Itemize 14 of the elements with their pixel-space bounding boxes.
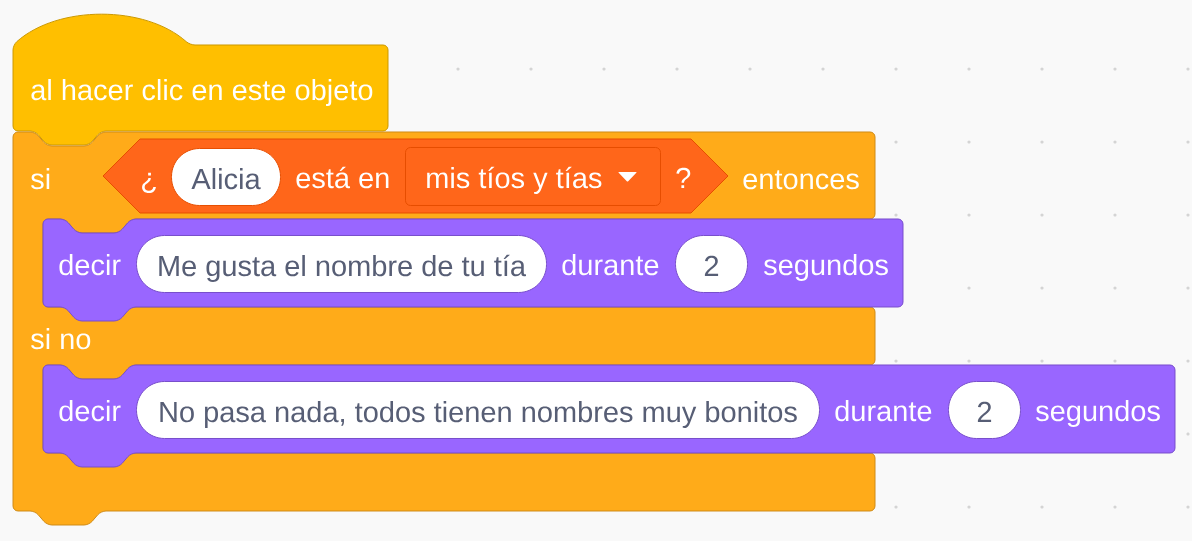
text-field: No pasa nada, todos tienen nombres muy bonitos bbox=[136, 381, 820, 439]
node-label: segundos bbox=[764, 253, 888, 282]
node-label: decir bbox=[59, 399, 121, 422]
node-label: decir bbox=[59, 253, 121, 276]
node-label: entonces bbox=[743, 170, 859, 190]
node-label: si no bbox=[31, 327, 91, 350]
text-field: 2 bbox=[675, 235, 748, 293]
text-field: Me gusta el nombre de tu tía bbox=[136, 235, 547, 293]
node-label: durante bbox=[835, 399, 932, 422]
text-field: 2 bbox=[948, 381, 1021, 439]
node-label: durante bbox=[562, 253, 659, 276]
node-label: segundos bbox=[1036, 399, 1160, 428]
node-label: si bbox=[31, 167, 50, 190]
hat-block: al hacer clic en este objeto bbox=[12, 13, 389, 146]
